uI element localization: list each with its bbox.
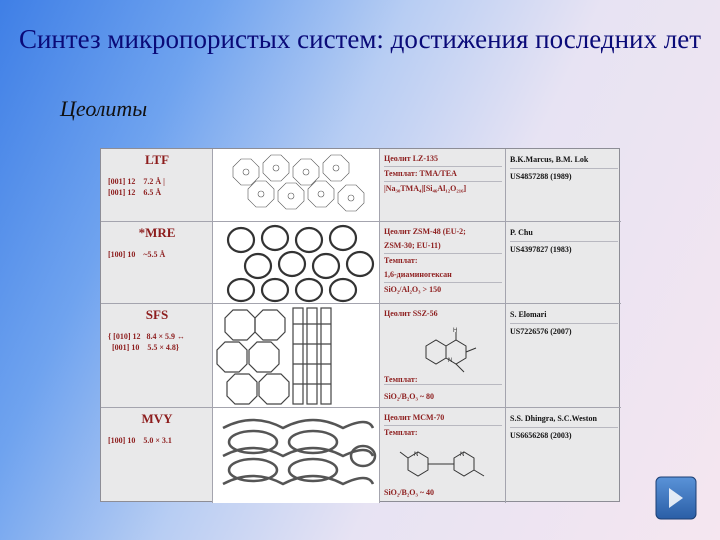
row-3-author-cell: S. Elomari US7226576 (2007) bbox=[506, 304, 621, 408]
framework-structure-icon bbox=[216, 307, 332, 405]
row-4-code-cell: MVY [100] 10 5.0 × 3.1 bbox=[101, 408, 213, 503]
template-label: Темплат: bbox=[384, 256, 418, 265]
row-2-structure-cell bbox=[213, 222, 380, 304]
zeolite-table: LTF [001] 12 7.2 Å | [001] 12 6.5 Å bbox=[100, 148, 621, 503]
row-1-author-cell: B.K.Marcus, B.M. Lok US4857288 (1989) bbox=[506, 149, 621, 222]
zeolite-description: Цеолит MCM-70 Темплат: bbox=[384, 411, 502, 440]
patent-ref: US4857288 (1989) bbox=[510, 168, 618, 185]
svg-text:N: N bbox=[460, 452, 464, 458]
svg-text:N: N bbox=[448, 358, 452, 364]
composition-text: |Na₃₀TMA₄|[Si₄₆Al₁₂O₂₁₆] bbox=[384, 184, 467, 193]
template-text: Темплат: TMA/TEA bbox=[384, 167, 502, 182]
zeolite-name-cont: ZSM-30; EU-11) bbox=[384, 239, 502, 254]
framework-code: SFS bbox=[145, 307, 169, 322]
pore-description: [001] 12 7.2 Å | [001] 12 6.5 Å bbox=[108, 177, 165, 197]
row-4-description-cell: Цеолит MCM-70 Темплат: N N SiO₂/B₂O₃ ~ 4… bbox=[380, 408, 506, 503]
row-1-structure-cell bbox=[213, 149, 380, 222]
framework-code: *MRE bbox=[138, 225, 176, 240]
row-3-code-cell: SFS { [010] 12 8.4 × 5.9 ↔ [001] 10 5.5 … bbox=[101, 304, 213, 408]
svg-text:N: N bbox=[414, 452, 418, 458]
patent-ref: US4397827 (1983) bbox=[510, 241, 618, 258]
next-arrow-icon bbox=[655, 476, 697, 520]
row-1-description-cell: Цеолит LZ-135 Темплат: TMA/TEA |Na₃₀TMA₄… bbox=[380, 149, 506, 222]
zeolite-name: Цеолит MCM-70 bbox=[384, 411, 502, 426]
template-text: 1,6-диаминогексан bbox=[384, 268, 502, 283]
template-label: Темплат: bbox=[384, 375, 502, 385]
ratio-text: SiO₂/B₂O₃ ~ 80 bbox=[384, 392, 435, 401]
zeolite-name: Цеолит ZSM-48 (EU-2; bbox=[384, 227, 466, 236]
zeolite-description: Цеолит ZSM-48 (EU-2; ZSM-30; EU-11) Темп… bbox=[384, 225, 502, 297]
authors-text: S.S. Dhingra, S.C.Weston bbox=[510, 414, 597, 423]
row-1-code-cell: LTF [001] 12 7.2 Å | [001] 12 6.5 Å bbox=[101, 149, 213, 222]
ratio-text: SiO₂/B₂O₃ ~ 40 bbox=[384, 488, 435, 497]
slide-title: Синтез микропористых систем: достижения … bbox=[18, 24, 702, 54]
zeolite-name: Цеолит LZ-135 bbox=[384, 152, 502, 167]
row-3-description-cell: Цеолит SSZ-56 H N Темплат: SiO₂/B₂O₃ ~ 8… bbox=[380, 304, 506, 408]
row-2-author-cell: P. Chu US4397827 (1983) bbox=[506, 222, 621, 304]
authors-text: S. Elomari bbox=[510, 310, 547, 319]
row-2-description-cell: Цеолит ZSM-48 (EU-2; ZSM-30; EU-11) Темп… bbox=[380, 222, 506, 304]
molecule-icon: H N bbox=[425, 328, 477, 373]
framework-structure-icon bbox=[226, 224, 375, 303]
slide-subtitle: Цеолиты bbox=[60, 96, 148, 121]
patent-ref: US6656268 (2003) bbox=[510, 427, 618, 444]
authors-text: P. Chu bbox=[510, 228, 533, 237]
row-4-structure-cell bbox=[213, 408, 380, 503]
framework-code: LTF bbox=[144, 152, 170, 167]
row-2-code-cell: *MRE [100] 10 ~5.5 Å bbox=[101, 222, 213, 304]
framework-structure-icon bbox=[222, 418, 377, 486]
patent-ref: US7226576 (2007) bbox=[510, 323, 618, 340]
pore-description: { [010] 12 8.4 × 5.9 ↔ [001] 10 5.5 × 4.… bbox=[108, 332, 186, 352]
authors-text: B.K.Marcus, B.M. Lok bbox=[510, 155, 589, 164]
framework-structure-icon bbox=[232, 154, 365, 212]
row-4-author-cell: S.S. Dhingra, S.C.Weston US6656268 (2003… bbox=[506, 408, 621, 503]
svg-text:H: H bbox=[453, 328, 457, 334]
ratio-text: SiO₂/Al₂O₃ > 150 bbox=[384, 285, 442, 294]
pore-description: [100] 10 ~5.5 Å bbox=[108, 250, 166, 259]
zeolite-description: Цеолит LZ-135 Темплат: TMA/TEA |Na₃₀TMA₄… bbox=[384, 152, 502, 196]
framework-code: MVY bbox=[141, 411, 173, 426]
molecule-icon: N N bbox=[399, 451, 485, 477]
row-3-structure-cell bbox=[213, 304, 380, 408]
pore-description: [100] 10 5.0 × 3.1 bbox=[108, 436, 172, 445]
zeolite-description: Цеолит SSZ-56 bbox=[384, 307, 502, 321]
next-slide-button[interactable] bbox=[655, 476, 697, 520]
zeolite-name: Цеолит SSZ-56 bbox=[384, 309, 438, 318]
template-label: Темплат: bbox=[384, 428, 418, 437]
